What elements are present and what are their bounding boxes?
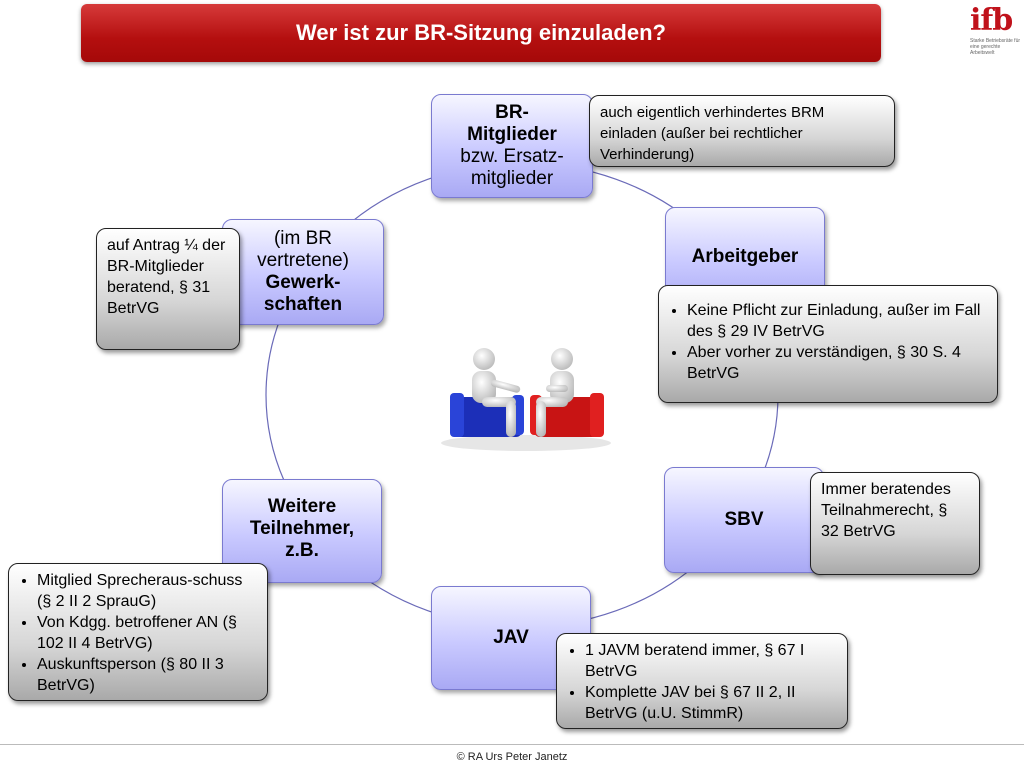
note-weitere-item: Mitglied Sprecheraus-schuss (§ 2 II 2 Sp… xyxy=(37,570,257,612)
node-gewerkschaften-line1: (im BR xyxy=(273,228,333,249)
node-sbv-label: SBV xyxy=(724,509,764,530)
note-arbeitgeber-item: Aber vorher zu verständigen, § 30 S. 4 B… xyxy=(687,342,987,384)
node-br-mitglieder-line1: BR- xyxy=(495,102,529,123)
note-weitere-item: Auskunftsperson (§ 80 II 3 BetrVG) xyxy=(37,654,257,696)
node-gewerkschaften: (im BR vertretene) Gewerk- schaften xyxy=(222,219,384,325)
note-weitere: Mitglied Sprecheraus-schuss (§ 2 II 2 Sp… xyxy=(8,563,268,701)
note-gewerkschaften-text: auf Antrag ¼ der BR-Mitglieder beratend,… xyxy=(107,237,226,317)
node-br-mitglieder: BR- Mitglieder bzw. Ersatz- mitglieder xyxy=(431,94,593,198)
node-weitere: Weitere Teilnehmer, z.B. xyxy=(222,479,382,583)
note-jav-item: Komplette JAV bei § 67 II 2, II BetrVG (… xyxy=(585,682,837,724)
node-arbeitgeber-label: Arbeitgeber xyxy=(691,246,799,267)
node-weitere-line2: Teilnehmer, xyxy=(249,518,355,539)
note-jav: 1 JAVM beratend immer, § 67 I BetrVG Kom… xyxy=(556,633,848,729)
logo-mark: ifb xyxy=(970,3,1013,38)
footer: © RA Urs Peter Janetz xyxy=(0,744,1024,769)
note-weitere-item: Von Kdgg. betroffener AN (§ 102 II 4 Bet… xyxy=(37,612,257,654)
note-sbv: Immer beratendes Teilnahmerecht, § 32 Be… xyxy=(810,472,980,575)
node-jav-label: JAV xyxy=(493,627,529,648)
meeting-illustration xyxy=(441,348,611,451)
node-gewerkschaften-line3: Gewerk- xyxy=(265,272,341,293)
ifb-logo: ifb Starke Betriebsräte für eine gerecht… xyxy=(970,6,1024,66)
node-sbv: SBV xyxy=(664,467,824,573)
node-gewerkschaften-line2: vertretene) xyxy=(257,250,349,271)
node-br-mitglieder-line4: mitglieder xyxy=(470,168,554,189)
note-arbeitgeber: Keine Pflicht zur Einladung, außer im Fa… xyxy=(658,285,998,403)
note-gewerkschaften: auf Antrag ¼ der BR-Mitglieder beratend,… xyxy=(96,228,240,350)
note-br-mitglieder: auch eigentlich verhindertes BRM einlade… xyxy=(589,95,895,167)
page-title: Wer ist zur BR-Sitzung einzuladen? xyxy=(296,20,666,45)
note-jav-item: 1 JAVM beratend immer, § 67 I BetrVG xyxy=(585,640,837,682)
node-weitere-line3: z.B. xyxy=(285,540,319,561)
node-gewerkschaften-line4: schaften xyxy=(263,294,343,315)
footer-copyright: © RA Urs Peter Janetz xyxy=(456,751,568,763)
node-br-mitglieder-line3: bzw. Ersatz- xyxy=(460,146,564,167)
logo-tagline: Starke Betriebsräte für eine gerechte Ar… xyxy=(970,38,1021,56)
node-br-mitglieder-line2: Mitglieder xyxy=(467,124,557,145)
node-weitere-line1: Weitere xyxy=(267,496,337,517)
note-arbeitgeber-item: Keine Pflicht zur Einladung, außer im Fa… xyxy=(687,300,987,342)
note-br-mitglieder-text: auch eigentlich verhindertes BRM einlade… xyxy=(600,104,825,163)
title-bar: Wer ist zur BR-Sitzung einzuladen? xyxy=(81,4,881,62)
note-sbv-text: Immer beratendes Teilnahmerecht, § 32 Be… xyxy=(821,481,951,540)
